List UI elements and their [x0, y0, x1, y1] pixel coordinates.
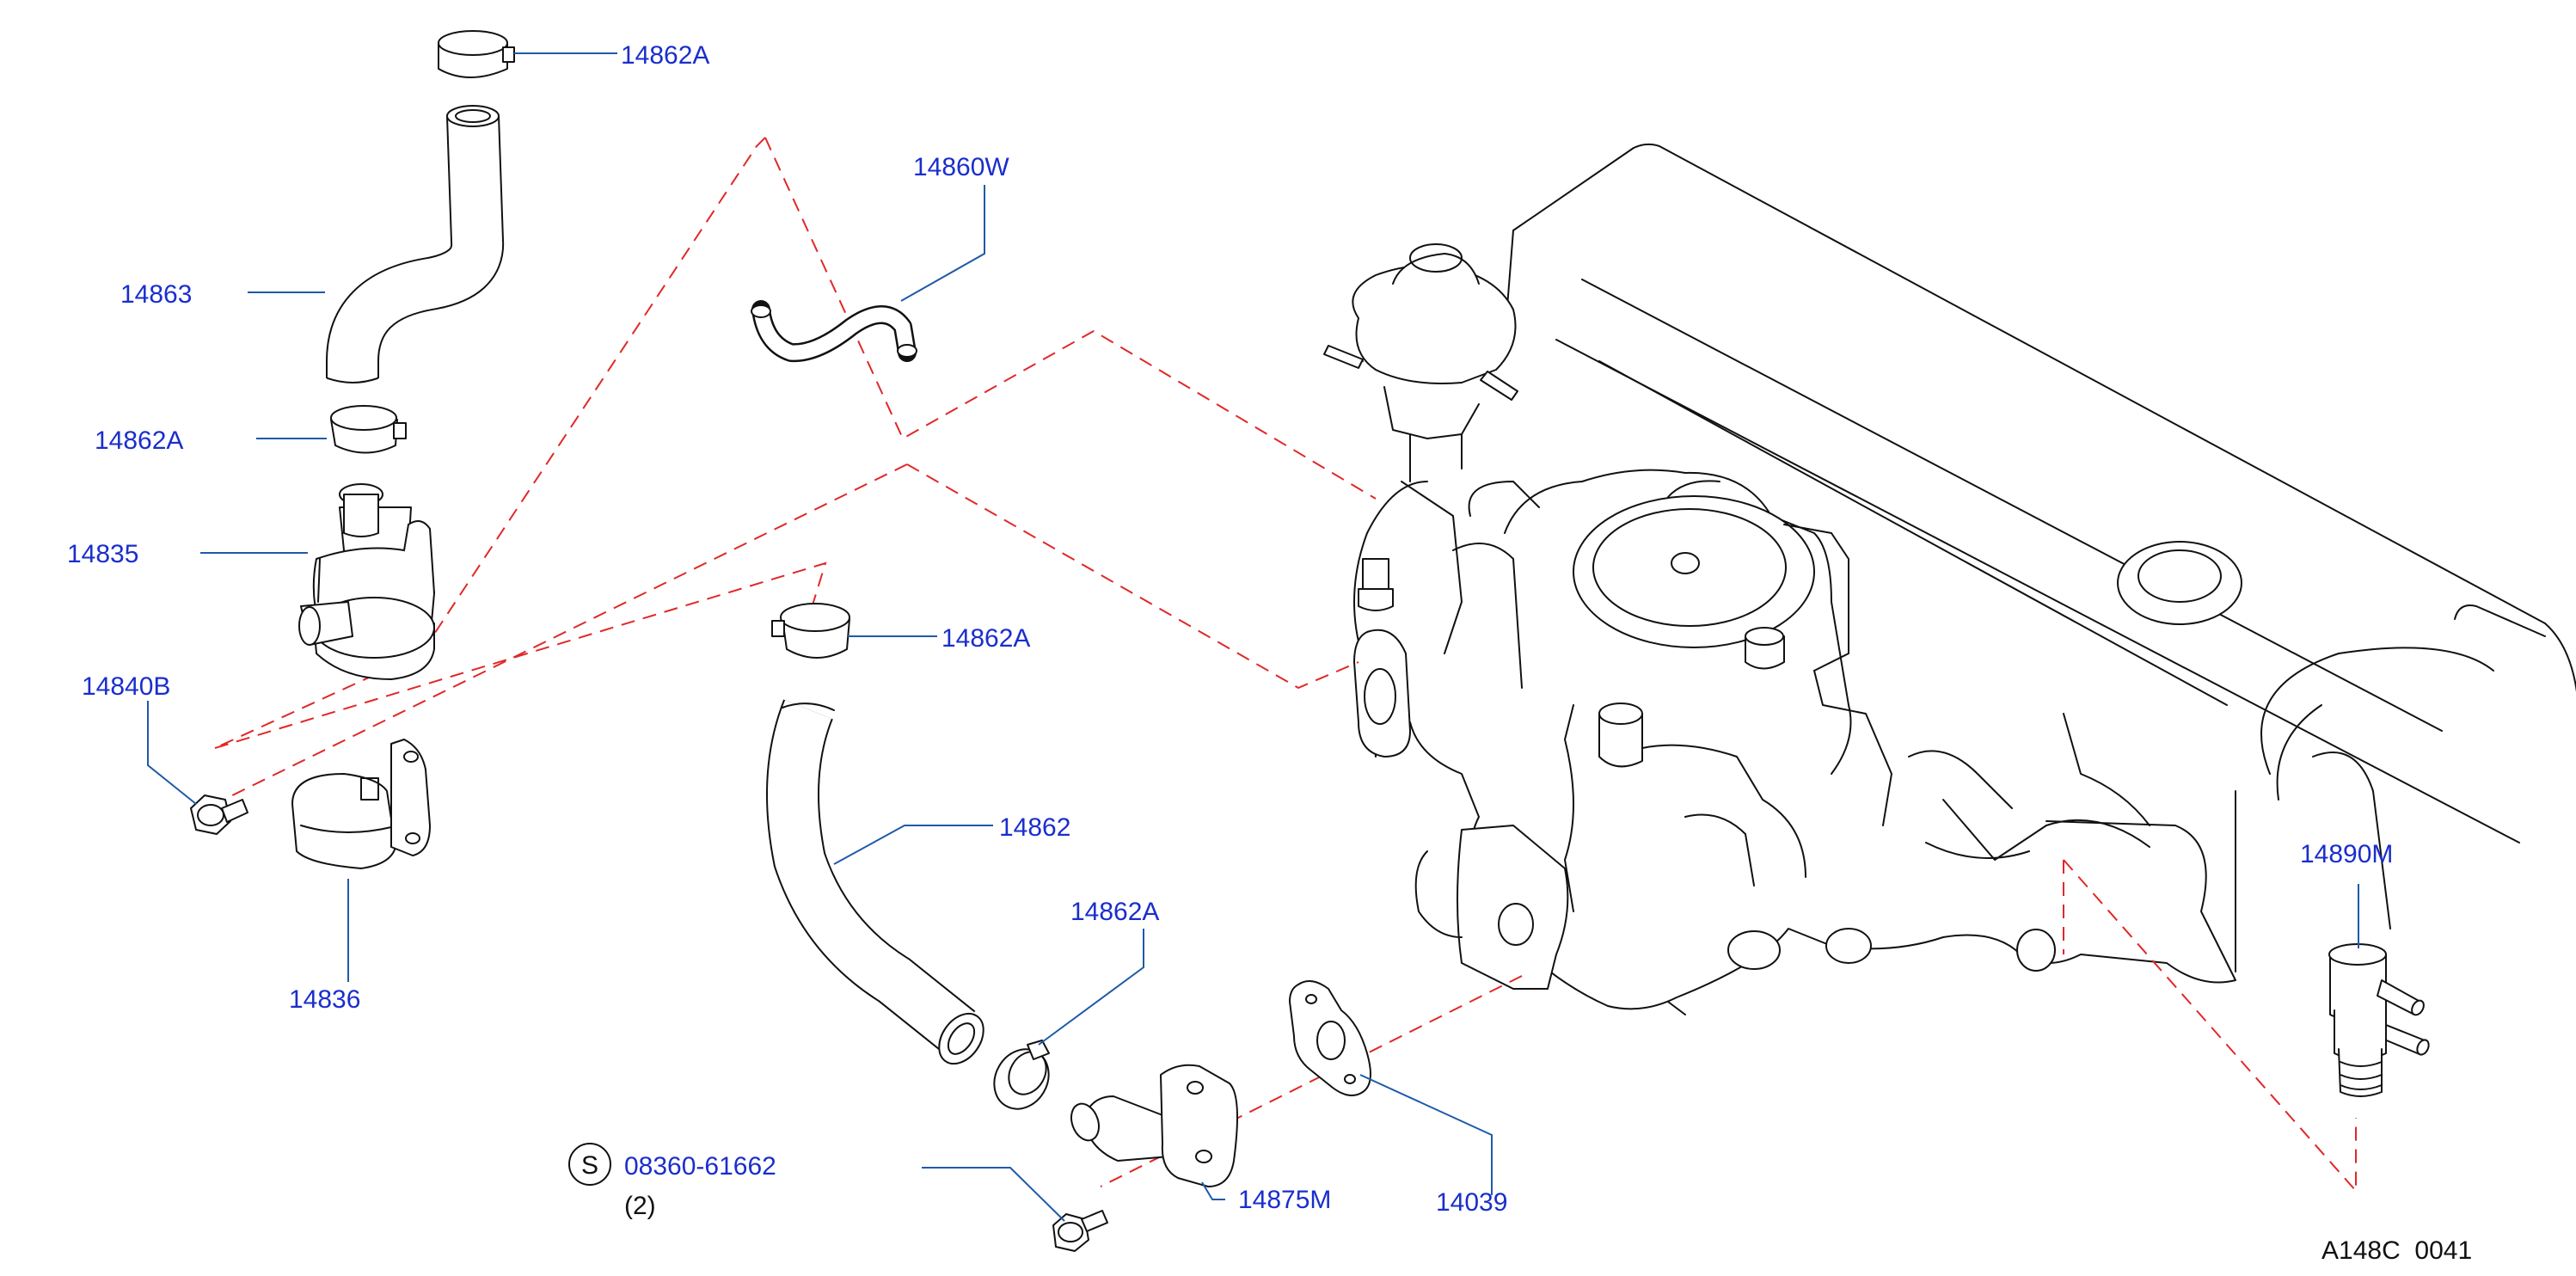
diagram-code: A148C 0041: [2321, 1236, 2472, 1265]
phantom-line-lower: [223, 463, 908, 801]
label-bracket[interactable]: 14836: [289, 985, 360, 1014]
label-bolt-small[interactable]: 14840B: [82, 672, 170, 701]
standard-bolt-callout: S 08360-61662 (2): [568, 1143, 776, 1220]
bolt-08360: [1052, 1210, 1108, 1252]
label-hose-upper[interactable]: 14863: [120, 280, 192, 309]
valve-14890m: [2328, 943, 2430, 1097]
phantom-line-valve-right-2: [2063, 859, 2357, 1193]
label-hose-lower[interactable]: 14862: [999, 813, 1070, 842]
clamp-hose-upper: [771, 603, 850, 659]
phantom-line-valve-to-hose: [214, 137, 766, 749]
standard-part-symbol-letter: S: [581, 1151, 598, 1180]
phantom-line-to-port: [906, 463, 1359, 690]
hose-14863: [326, 105, 505, 383]
valve-14835: [298, 483, 435, 680]
phantom-line-bracket: [214, 561, 827, 749]
label-small-hose[interactable]: 14860W: [913, 153, 1009, 181]
label-bolt-std[interactable]: 08360-61662: [624, 1152, 776, 1181]
phantom-line-hose-to-engine: [764, 137, 1377, 500]
clamp-top: [438, 30, 515, 78]
phantom-lines: [214, 137, 2357, 1193]
hose-14862: [766, 699, 984, 1065]
label-gasket[interactable]: 14039: [1436, 1188, 1507, 1217]
bracket-14836: [291, 739, 431, 869]
label-valve[interactable]: 14835: [67, 540, 138, 568]
bolt-14840b: [190, 794, 248, 835]
gasket-14039: [1289, 980, 1371, 1096]
label-clamp-lower[interactable]: 14862A: [1070, 898, 1159, 926]
part-labels: 14862A 14863 14862A 14835 14840B 14836 1…: [67, 41, 2393, 1217]
small-hose-14860w: [751, 300, 917, 363]
label-bolt-std-qty: (2): [624, 1192, 656, 1220]
label-tube-outlet[interactable]: 14875M: [1238, 1186, 1331, 1214]
label-clamp-top[interactable]: 14862A: [621, 41, 709, 70]
clamp-lower: [993, 1040, 1050, 1110]
label-clamp-hose[interactable]: 14862A: [941, 624, 1030, 653]
engine-illustration: [1323, 143, 2576, 1015]
label-valve-right[interactable]: 14890M: [2300, 840, 2393, 868]
standard-part-symbol: [568, 1143, 611, 1186]
label-clamp-mid[interactable]: 14862A: [95, 426, 183, 455]
tube-14875m: [1070, 1064, 1238, 1187]
clamp-mid: [330, 405, 407, 454]
leader-lines: [147, 52, 2359, 1222]
